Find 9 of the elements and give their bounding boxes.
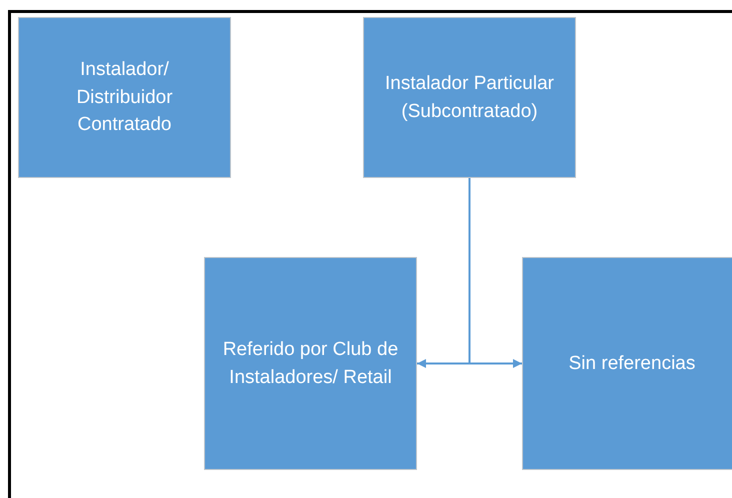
box-label: Instalador Particular (Subcontratado) xyxy=(384,72,555,124)
process-box xyxy=(522,257,732,470)
box-label: Sin referencias xyxy=(568,352,696,376)
process-box xyxy=(204,257,417,470)
box-label: Referido por Club de Instaladores/ Retail xyxy=(222,338,400,390)
box-label: Instalador/ Distribuidor Contratado xyxy=(75,58,174,138)
arrow xyxy=(468,178,522,368)
process-box xyxy=(363,17,576,178)
process-box xyxy=(18,17,231,178)
